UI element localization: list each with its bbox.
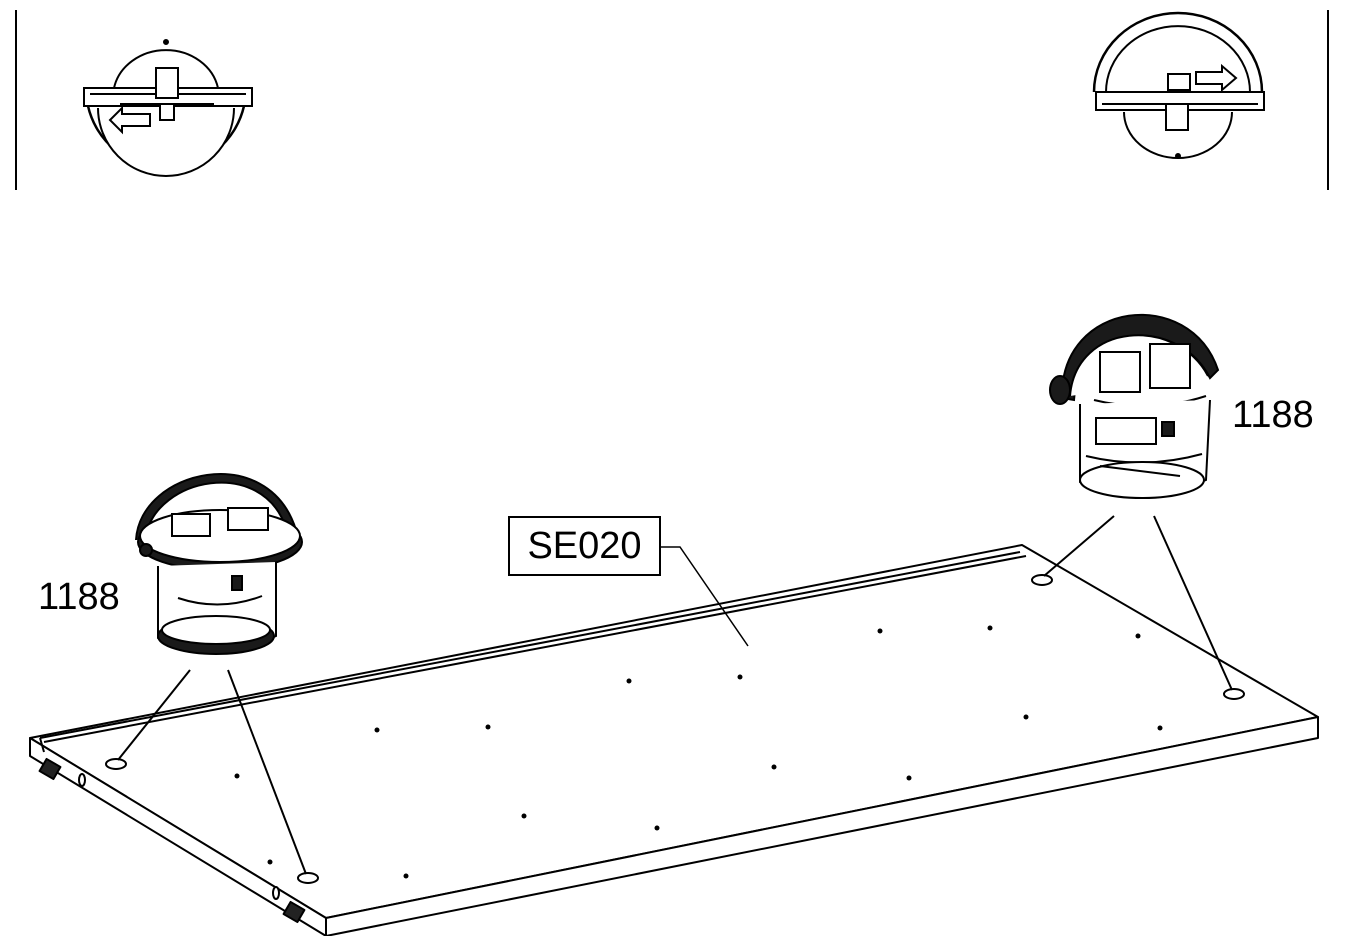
fitting-part-label-left: 1188 xyxy=(38,576,120,618)
dowel-left-top xyxy=(38,757,62,781)
panel-part-label: SE020 xyxy=(508,516,661,576)
panel-label-leader xyxy=(661,546,749,647)
cam-holes xyxy=(105,574,1245,884)
panel-holes xyxy=(234,625,1163,879)
panel-se020 xyxy=(29,544,1319,936)
cam-lock-rotate-right-icon xyxy=(1092,11,1265,159)
cam-lock-rotate-left-icon xyxy=(83,39,253,177)
insertion-guide-lines xyxy=(117,515,1233,875)
fitting-part-label-right: 1188 xyxy=(1232,394,1314,436)
dowel-left-bottom xyxy=(282,900,306,924)
cam-lock-fitting-left xyxy=(135,473,303,655)
cam-lock-fitting-right xyxy=(1049,313,1220,499)
